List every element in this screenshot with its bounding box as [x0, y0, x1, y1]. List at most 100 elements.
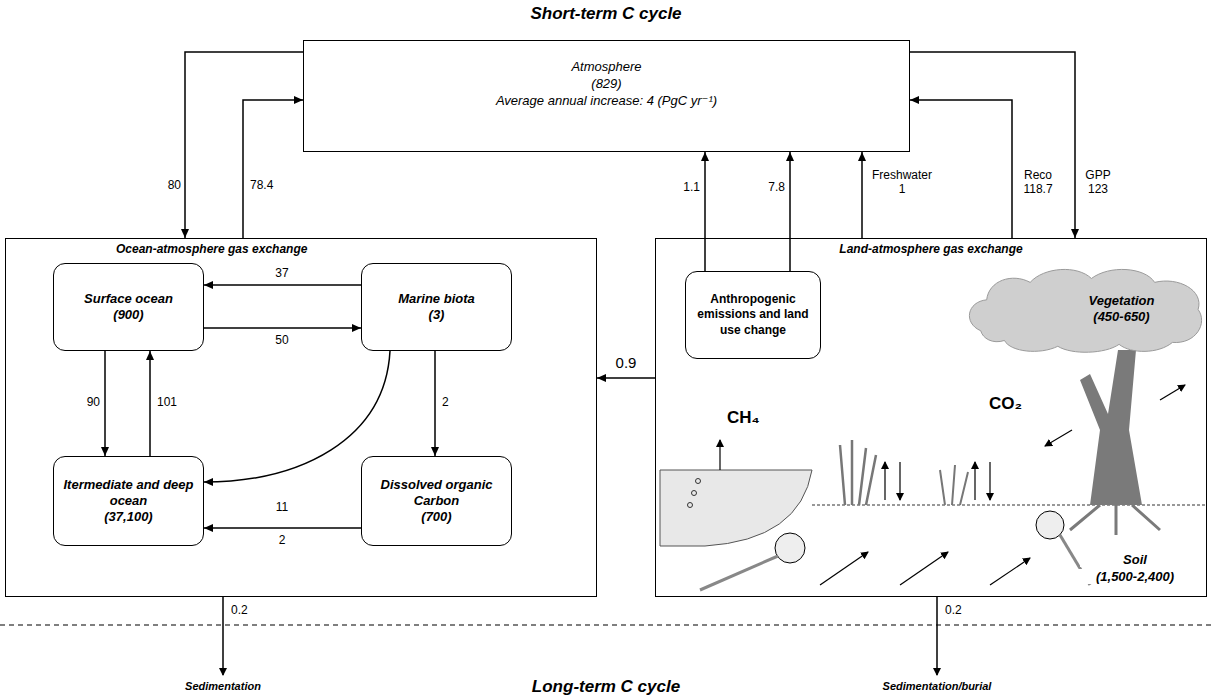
illustration-part [812, 505, 1205, 506]
arrow-head [352, 324, 361, 332]
flux-line [861, 152, 863, 238]
arrow-head [431, 447, 439, 456]
node-title: Itermediate and deep ocean [60, 477, 197, 510]
flux-value: 101 [156, 395, 178, 409]
flux-name: Sedimentation [163, 680, 283, 692]
crown-outline [969, 269, 1201, 352]
flux-line [185, 52, 303, 238]
flux-arrow [204, 524, 361, 532]
flux-arrow [204, 281, 361, 289]
flux-name: Sedimentation/burial [867, 680, 1007, 692]
diagram-title: Short-term C cycle [456, 4, 756, 24]
flux-value: 80 [160, 178, 182, 192]
flux-arrow [181, 52, 303, 238]
reservoir-box: Surface ocean(900) [53, 263, 204, 351]
land-illustration [660, 350, 1205, 590]
node-title: Land-atmosphere gas exchange [664, 242, 1198, 257]
arrow-head [294, 96, 303, 104]
reservoir-box: Itermediate and deep ocean(37,100) [53, 456, 204, 546]
reservoir-box: Dissolved organic Carbon(700) [361, 456, 512, 546]
flux-line [789, 152, 791, 271]
illustration-part [884, 462, 885, 500]
illustration-part [940, 465, 968, 505]
arrow-head [597, 374, 606, 382]
flux-arrow [858, 152, 866, 238]
source-box: Anthropogenic emissions and land use cha… [685, 271, 821, 359]
flux-arrow [910, 96, 1012, 238]
flux-line [204, 284, 361, 286]
flux-line [204, 351, 390, 482]
illustration-part [900, 552, 948, 585]
node-value: (37,100) [60, 509, 197, 525]
arrow-head [786, 152, 794, 161]
node-value: Average annual increase: 4 (PgC yr⁻¹) [314, 93, 899, 110]
flux-arrow [204, 324, 361, 332]
illustration-part [1036, 511, 1064, 539]
illustration-part [1070, 505, 1160, 535]
arrow-head [204, 478, 213, 486]
node-title: Anthropogenic emissions and land use cha… [692, 292, 814, 339]
arrow-head [204, 281, 213, 289]
atmosphere-box: Atmosphere(829)Average annual increase: … [303, 40, 910, 152]
flux-line [204, 327, 361, 329]
illustration-part [688, 503, 693, 508]
flux-value: 2 [441, 395, 450, 409]
reservoir-value: (1,500-2,400) [1070, 569, 1200, 584]
illustration-part [1045, 430, 1072, 446]
flux-value: 37 [269, 266, 295, 280]
arrow-head [181, 229, 189, 238]
node-title: Marine biota [368, 291, 505, 307]
illustration-part [840, 440, 876, 505]
crown-shape [961, 263, 1208, 355]
flux-arrow [204, 351, 390, 486]
illustration-part [775, 533, 805, 563]
flux-value: 11 [269, 500, 295, 514]
flux-line [910, 52, 1075, 238]
reservoir-label: Soil [1080, 552, 1190, 567]
flux-line [149, 351, 151, 456]
sedimentation-arrow [936, 597, 938, 675]
ocean-region-box: Ocean-atmosphere gas exchangeSurface oce… [5, 238, 597, 597]
flux-line [704, 152, 706, 271]
flux-arrow [243, 96, 303, 238]
flux-value: 2 [269, 533, 295, 547]
sedimentation-arrow [222, 597, 224, 675]
flux-value: 0.2 [230, 603, 249, 617]
node-value: (700) [368, 509, 505, 525]
node-value: (3) [368, 307, 505, 323]
vegetation-crown: Vegetation(450-650) [961, 263, 1208, 355]
flux-value: 78.4 [249, 178, 274, 192]
node-value: (900) [60, 307, 197, 323]
node-title: Atmosphere [314, 59, 899, 76]
illustration-part [700, 556, 778, 590]
flux-value: 50 [269, 333, 295, 347]
cycle-boundary [0, 624, 1213, 625]
arrow-head [146, 351, 154, 360]
flux-arrow [431, 351, 439, 456]
arrow-head [858, 152, 866, 161]
flux-value: 7.8 [764, 180, 786, 194]
arrow-head [910, 96, 919, 104]
flux-arrow [786, 152, 794, 271]
flux-value: GPP 123 [1080, 168, 1116, 196]
flux-line [104, 351, 106, 456]
illustration-part [692, 491, 697, 496]
node-value: (450-650) [1041, 309, 1202, 325]
flux-arrow [597, 374, 655, 382]
illustration-part [1080, 350, 1142, 505]
illustration-part [899, 462, 900, 500]
illustration-part [974, 462, 975, 500]
reservoir-box: Marine biota(3) [361, 263, 512, 351]
arrow-head [204, 524, 213, 532]
flux-line [204, 527, 361, 529]
flux-line [434, 351, 436, 456]
illustration-part [696, 479, 701, 484]
illustration-part [989, 462, 990, 500]
illustration-part [719, 440, 720, 470]
arrow-head [1071, 229, 1079, 238]
gas-label: CO₂ [988, 394, 1023, 414]
node-title: Dissolved organic Carbon [368, 477, 505, 510]
node-title: Surface ocean [60, 291, 197, 307]
flux-value: 90 [77, 395, 101, 409]
arrow-head [701, 152, 709, 161]
